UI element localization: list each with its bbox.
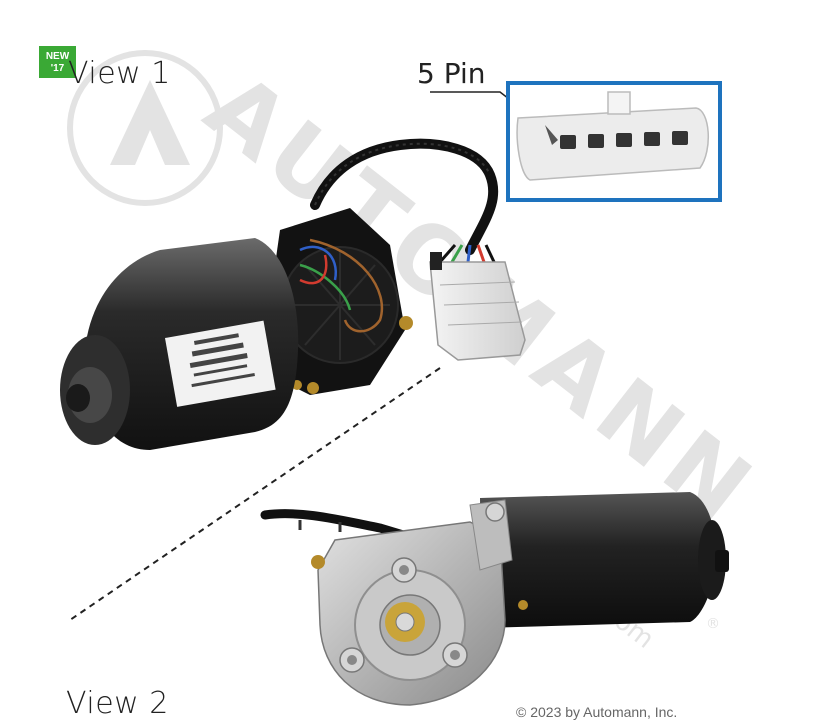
view-1-label: View 1: [68, 56, 171, 91]
svg-text:®: ®: [706, 616, 720, 632]
pin-callout-box: [506, 81, 722, 202]
view-2-label: View 2: [66, 686, 169, 721]
motor-label-sticker: [165, 320, 276, 407]
gearbox-bolts: [339, 502, 505, 673]
watermark-logo-icon: [67, 50, 223, 206]
wiper-motor-view-1: [60, 138, 526, 450]
divider-dashed: [69, 367, 441, 621]
copyright-notice: © 2023 by Automann, Inc.: [516, 704, 678, 720]
new-badge-line2: '17: [50, 63, 65, 74]
wiper-motor-view-2: [260, 492, 729, 706]
five-pin-label: 5 Pin: [417, 57, 486, 90]
five-pin-connector: [429, 252, 526, 361]
new-badge-line1: NEW: [45, 51, 70, 62]
new-badge: NEW '17: [39, 46, 76, 78]
